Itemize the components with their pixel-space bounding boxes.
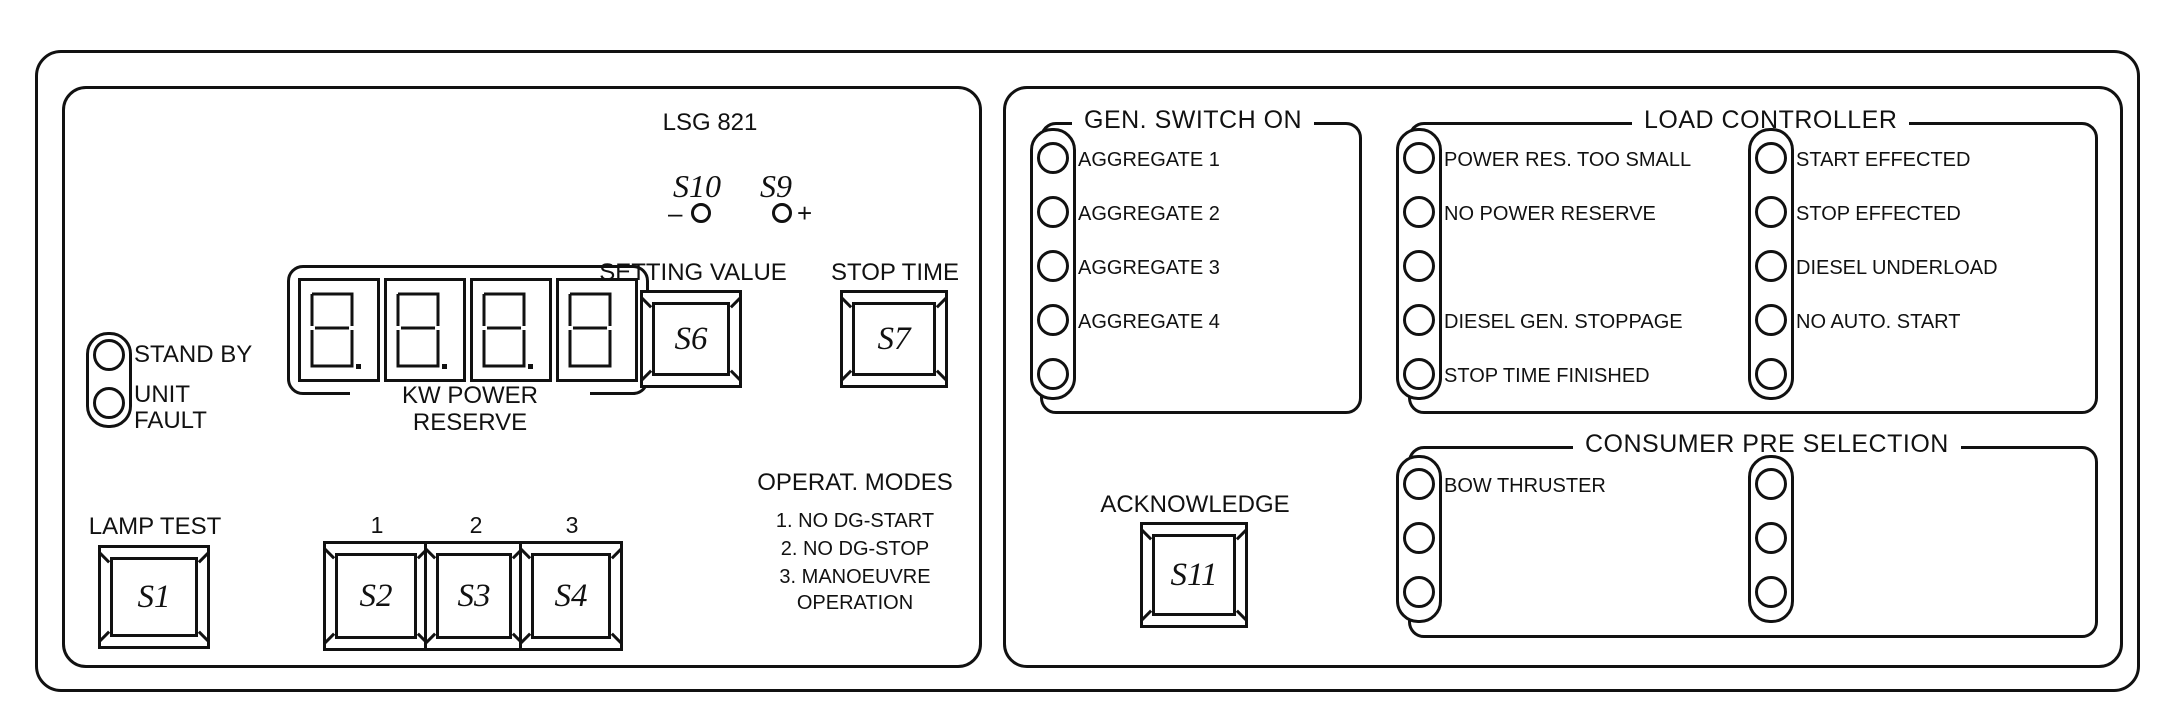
s9-label: S9	[760, 168, 792, 204]
consumer-left-lamp-2	[1403, 522, 1435, 554]
consumer-pre-selection-title: CONSUMER PRE SELECTION	[1573, 430, 1961, 459]
digit-cell-2	[384, 278, 466, 382]
diesel-gen-stoppage-lamp	[1403, 304, 1435, 336]
load-left-spare-lamp	[1403, 250, 1435, 282]
no-auto-start-label: NO AUTO. START	[1796, 311, 1961, 333]
display-label-line2: RESERVE	[412, 409, 528, 436]
s7-key[interactable]: S7	[840, 290, 948, 388]
digit-cell-3	[470, 278, 552, 382]
s10-minus-button[interactable]	[691, 203, 711, 223]
stop-time-finished-lamp	[1403, 358, 1435, 390]
operat-modes-title: OPERAT. MODES	[757, 469, 953, 496]
diesel-underload-lamp	[1755, 250, 1787, 282]
diesel-underload-label: DIESEL UNDERLOAD	[1796, 257, 1998, 279]
s1-key[interactable]: S1	[98, 545, 210, 649]
s1-key-label: S1	[110, 557, 198, 637]
operat-mode-3-cont: OPERATION	[796, 592, 914, 614]
consumer-left-lamp-3	[1403, 576, 1435, 608]
bow-thruster-label: BOW THRUSTER	[1444, 475, 1606, 497]
power-res-too-small-label: POWER RES. TOO SMALL	[1444, 149, 1692, 171]
gen-switch-title: GEN. SWITCH ON	[1072, 106, 1315, 135]
outer-frame	[35, 50, 2140, 692]
stop-effected-lamp	[1755, 196, 1787, 228]
aggregate-1-label: AGGREGATE 1	[1078, 149, 1220, 171]
aggregate-4-lamp	[1037, 304, 1069, 336]
stop-time-label: STOP TIME	[830, 259, 960, 286]
aggregate-2-label: AGGREGATE 2	[1078, 203, 1220, 225]
no-auto-start-lamp	[1755, 304, 1787, 336]
aggregate-2-lamp	[1037, 196, 1069, 228]
display-label-line1: KW POWER	[350, 383, 590, 409]
s3-key-label: S3	[436, 553, 512, 639]
mode-number-1: 1	[370, 512, 384, 538]
mode-number-3: 3	[565, 512, 579, 538]
mode-number-2: 2	[469, 512, 483, 538]
aggregate-1-lamp	[1037, 142, 1069, 174]
load-right-spare-lamp	[1755, 358, 1787, 390]
digit-cell-1	[298, 278, 380, 382]
lamp-test-label: LAMP TEST	[88, 513, 222, 540]
operat-mode-2: 2. NO DG-STOP	[780, 538, 930, 560]
unit-fault-lamp	[93, 387, 125, 419]
stand-by-label: STAND BY	[134, 341, 253, 368]
s6-key-label: S6	[652, 302, 730, 376]
consumer-right-lamp-3	[1755, 576, 1787, 608]
unit-fault-label-line2: FAULT	[134, 407, 207, 434]
status-lamp-strip	[86, 332, 132, 428]
minus-sign: –	[668, 198, 683, 228]
digit-cell-4	[556, 278, 638, 382]
acknowledge-label: ACKNOWLEDGE	[1100, 491, 1290, 518]
start-effected-label: START EFFECTED	[1796, 149, 1971, 171]
seven-segment-digits	[310, 292, 612, 369]
operat-mode-3: 3. MANOEUVRE	[779, 566, 931, 588]
power-res-too-small-lamp	[1403, 142, 1435, 174]
stop-effected-label: STOP EFFECTED	[1796, 203, 1961, 225]
unit-fault-label-line1: UNIT	[134, 381, 190, 408]
no-power-reserve-label: NO POWER RESERVE	[1444, 203, 1656, 225]
s2-key[interactable]: S2	[323, 541, 429, 651]
bow-thruster-lamp	[1403, 468, 1435, 500]
s6-key[interactable]: S6	[640, 290, 742, 388]
s11-key-label: S11	[1152, 534, 1236, 616]
diesel-gen-stoppage-label: DIESEL GEN. STOPPAGE	[1444, 311, 1683, 333]
gen-switch-spare-lamp	[1037, 358, 1069, 390]
plus-sign: +	[797, 198, 813, 228]
start-effected-lamp	[1755, 142, 1787, 174]
s3-key[interactable]: S3	[424, 541, 524, 651]
left-panel	[62, 86, 982, 668]
operat-mode-1: 1. NO DG-START	[775, 510, 935, 532]
s4-key-label: S4	[531, 553, 611, 639]
model-label: LSG 821	[662, 109, 758, 136]
setting-value-label: SETTING VALUE	[599, 259, 787, 286]
stand-by-lamp	[93, 339, 125, 371]
s2-key-label: S2	[335, 553, 417, 639]
consumer-right-lamp-1	[1755, 468, 1787, 500]
s10-label: S10	[673, 168, 721, 204]
consumer-right-lamp-2	[1755, 522, 1787, 554]
s7-key-label: S7	[852, 302, 936, 376]
aggregate-4-label: AGGREGATE 4	[1078, 311, 1220, 333]
s9-plus-button[interactable]	[772, 203, 792, 223]
aggregate-3-lamp	[1037, 250, 1069, 282]
s11-key[interactable]: S11	[1140, 522, 1248, 628]
right-panel	[1003, 86, 2123, 668]
stop-time-finished-label: STOP TIME FINISHED	[1444, 365, 1650, 387]
aggregate-3-label: AGGREGATE 3	[1078, 257, 1220, 279]
no-power-reserve-lamp	[1403, 196, 1435, 228]
s4-key[interactable]: S4	[519, 541, 623, 651]
